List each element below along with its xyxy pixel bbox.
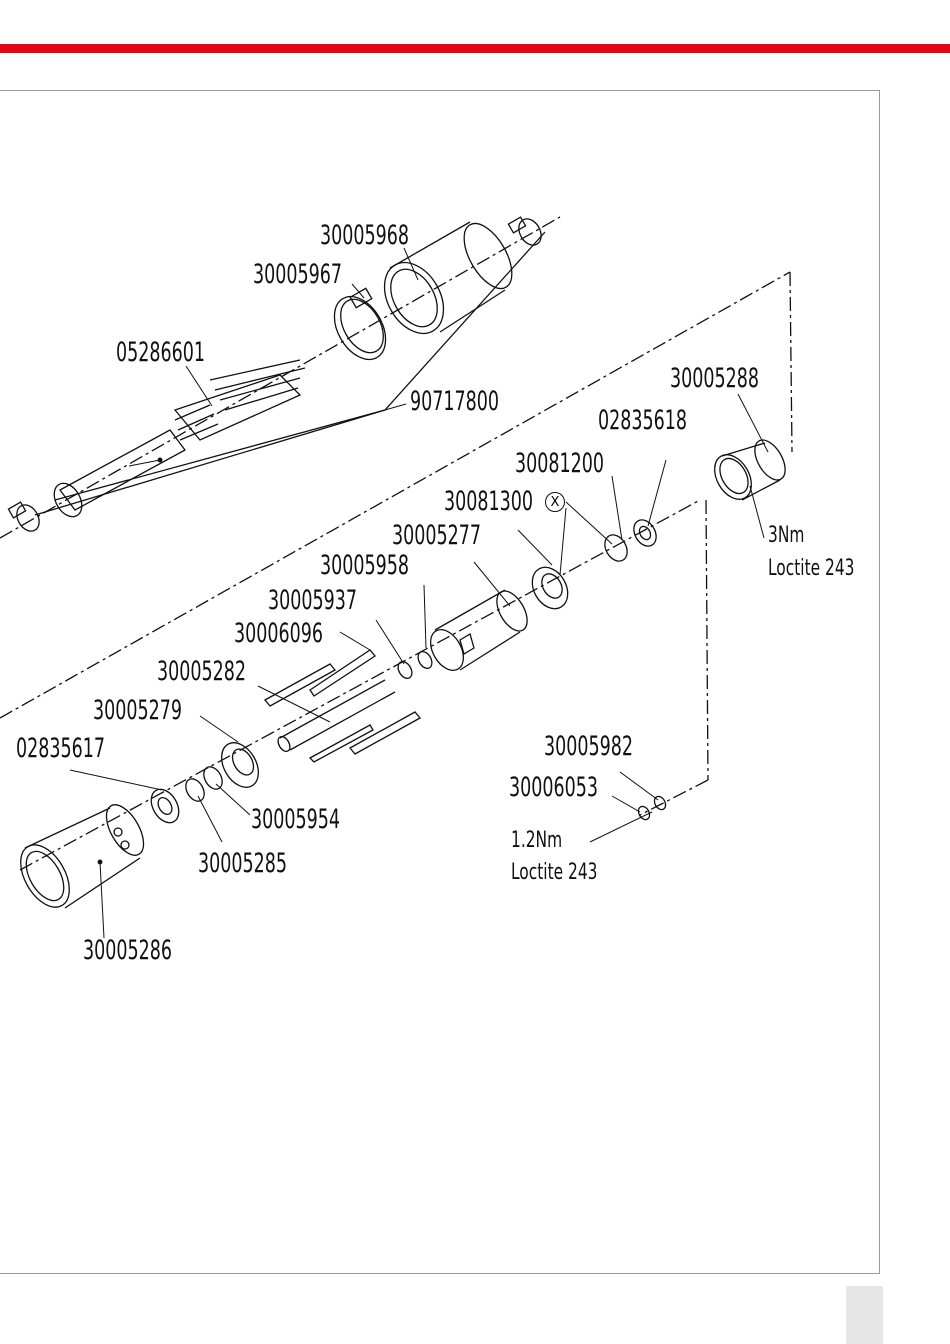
axis-bracket-lower — [706, 500, 708, 780]
part-label-30005285: 30005285 — [198, 850, 287, 877]
vane-right — [310, 725, 373, 762]
axis-screw-branch — [640, 780, 708, 815]
part-label-30005968: 30005968 — [320, 222, 409, 249]
hose-clamp-left — [8, 501, 43, 535]
part-label-30005967: 30005967 — [253, 261, 342, 288]
part-label-30006096: 30006096 — [234, 620, 323, 647]
vane-left — [265, 664, 335, 706]
key-part — [395, 659, 414, 681]
torque-note-1-2nm: 1.2Nm — [511, 830, 562, 852]
part-label-90717800: 90717800 — [410, 388, 499, 415]
part-label-30005279: 30005279 — [93, 697, 182, 724]
part-label-30005286: 30005286 — [83, 937, 172, 964]
bearing-upper — [629, 516, 660, 550]
axis-bracket-upper — [790, 272, 792, 452]
part-label-02835617: 02835617 — [16, 735, 105, 762]
snap-ring — [200, 764, 226, 793]
bearing-plate — [525, 561, 575, 615]
motor-housing — [11, 799, 151, 916]
part-label-30081300: 30081300 — [444, 488, 533, 515]
pin-part — [415, 649, 434, 671]
part-label-30005954: 30005954 — [251, 806, 340, 833]
part-label-30005937: 30005937 — [268, 587, 357, 614]
o-ring — [600, 531, 631, 565]
part-label-30081200: 30081200 — [515, 450, 604, 477]
part-label-30005288: 30005288 — [670, 365, 759, 392]
part-label-02835618: 02835618 — [598, 407, 687, 434]
marker-x-symbol: X — [545, 492, 565, 512]
part-label-30005958: 30005958 — [320, 552, 409, 579]
rotor-cylinder — [424, 586, 534, 676]
part-label-05286601: 05286601 — [116, 339, 205, 366]
hose-outline-lower — [55, 410, 385, 500]
clamp-ring — [324, 288, 396, 369]
part-label-30005982: 30005982 — [544, 733, 633, 760]
hose-clamp-right — [508, 215, 545, 249]
part-label-30006053: 30006053 — [509, 774, 598, 801]
torque-note-3nm: 3Nm — [768, 525, 804, 547]
vane-upper — [310, 650, 375, 696]
cylinder-sleeve — [707, 435, 791, 506]
part-label-30005277: 30005277 — [392, 522, 481, 549]
loctite-note-upper: Loctite 243 — [768, 558, 854, 580]
bearing-lower — [146, 784, 185, 827]
part-label-30005282: 30005282 — [157, 658, 246, 685]
vane-lower — [350, 712, 420, 754]
loctite-note-lower: Loctite 243 — [511, 862, 597, 884]
